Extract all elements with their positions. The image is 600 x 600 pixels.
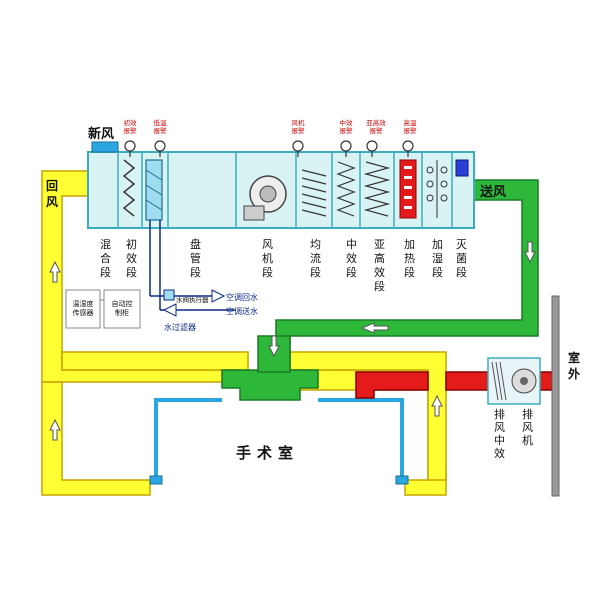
section-labels: 混合段 初效段 盘管段 风机段 均流段 中效段 亚高效段 加热段 加湿段 灭菌段 (100, 237, 467, 293)
section-label-medium: 中效段 (346, 238, 357, 279)
section-label-coil: 盘管段 (190, 237, 201, 279)
controller-label: 自动控制柜 (112, 299, 133, 317)
exhaust-filter-label: 排风中效 (494, 407, 505, 460)
alarm-label-medium_alarm: 中效报警 (340, 118, 354, 135)
exhaust-labels: 排风中效 排风机 (494, 407, 533, 460)
alarm-label-fan_alarm: 风机报警 (292, 118, 306, 135)
valve-actuator-label: 水阀执行器 (176, 295, 209, 304)
control-boxes (65, 289, 141, 329)
alarm-label-primary_alarm: 初效报警 (124, 118, 138, 135)
flow-arrows (49, 241, 536, 441)
section-label-subhigh: 亚高效段 (374, 238, 385, 293)
return-water-label: 空调回水 (226, 292, 258, 302)
section-label-sterilize: 灭菌段 (456, 238, 467, 279)
section-label-heat: 加热段 (404, 238, 415, 279)
operating-room-outline (154, 398, 404, 478)
sensor-label: 温湿度传感器 (73, 299, 94, 317)
return-air-label: 回风 (46, 179, 58, 209)
water-valve (163, 289, 175, 301)
room-outlets (149, 475, 409, 485)
supply-water-arrow (162, 303, 177, 317)
supply-water-label: 空调送水 (226, 306, 258, 316)
outdoor-wall (551, 295, 560, 497)
section-label-fan: 风机段 (262, 238, 273, 279)
air-handling-unit (87, 141, 475, 229)
vertical-labels: 回风 室外 (46, 179, 580, 381)
alarm-label-subhigh_alarm: 亚高效报警 (366, 118, 386, 135)
section-label-primary: 初效段 (126, 237, 137, 279)
water-filter-label: 水过滤器 (164, 322, 196, 332)
supply-air-label: 送风 (479, 184, 506, 200)
operating-room-label: 手术室 (236, 444, 299, 462)
supply-air-duct (221, 179, 539, 401)
fresh-air-label: 新风 (88, 126, 114, 142)
alarm-label-hightemp_alarm: 高温报警 (404, 118, 418, 135)
outdoor-label: 室外 (568, 350, 580, 381)
alarm-sensors (124, 140, 414, 157)
alarm-label-lowtemp_alarm: 低温报警 (154, 118, 168, 135)
section-label-humid: 加湿段 (432, 238, 443, 279)
return-water-arrow (211, 289, 226, 303)
section-label-mix: 混合段 (100, 238, 111, 279)
exhaust-fan-label: 排风机 (522, 407, 533, 447)
exhaust-unit (487, 357, 541, 405)
section-label-uniform: 均流段 (310, 238, 321, 279)
